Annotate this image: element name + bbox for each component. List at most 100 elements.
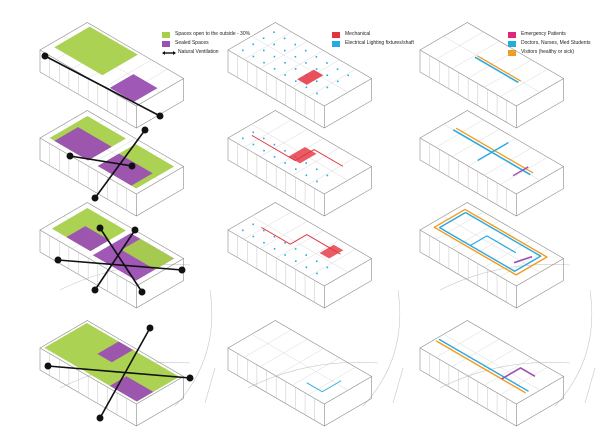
- electrical-fixture: [294, 43, 297, 46]
- electrical-fixture: [263, 61, 265, 64]
- electrical-fixture: [315, 260, 318, 263]
- legend-item-natural-ventilation: Natural Ventilation: [162, 48, 250, 57]
- electrical-fixture: [284, 61, 286, 64]
- grid-line: [443, 334, 541, 391]
- magenta-swatch: [508, 31, 516, 38]
- double-arrow-icon: [162, 50, 176, 55]
- electrical-fixture: [284, 162, 286, 164]
- electrical-fixture: [252, 131, 255, 134]
- electrical-fixture: [305, 62, 307, 64]
- emergency-path: [512, 166, 529, 177]
- electrical-fixture: [315, 56, 318, 58]
- electrical-fixture: [326, 74, 328, 77]
- electrical-fixture: [315, 80, 318, 83]
- staff-path: [438, 338, 529, 392]
- building-floor-3-3: [419, 202, 565, 309]
- electrical-fixture: [263, 137, 265, 140]
- electrical-fixture: [252, 223, 255, 226]
- site-curve: [584, 367, 596, 404]
- blue-swatch: [332, 40, 340, 47]
- electrical-fixture: [305, 174, 308, 177]
- site-curve: [554, 289, 593, 407]
- legend-item-open-spaces: Spaces open to the outside - 30%: [162, 30, 250, 39]
- legend-label-sealed-spaces: Sealed Spaces: [175, 40, 209, 46]
- cyan-swatch: [508, 40, 516, 47]
- electrical-fixture: [273, 143, 276, 146]
- site-curve: [392, 367, 404, 404]
- electrical-fixture: [294, 80, 297, 82]
- electrical-fixture: [305, 162, 307, 164]
- electrical-fixture: [294, 260, 297, 262]
- staff-path: [470, 235, 517, 254]
- electrical-fixture: [305, 49, 307, 52]
- electrical-fixture: [273, 68, 276, 70]
- legend-label-natural-ventilation: Natural Ventilation: [178, 49, 219, 55]
- site-curve: [174, 289, 213, 407]
- electrical-fixture: [242, 137, 244, 140]
- electrical-fixture: [347, 74, 349, 77]
- electrical-fixture: [273, 43, 276, 46]
- grid-line: [251, 334, 349, 391]
- grid-line: [251, 36, 349, 93]
- building-floor-4-2: [227, 320, 373, 427]
- electrical-fixture: [283, 37, 286, 40]
- electrical-fixture: [273, 31, 275, 34]
- electrical-fixture: [252, 55, 255, 58]
- slab-side: [419, 50, 564, 129]
- visitor-path: [435, 340, 527, 394]
- electrical-fixture: [252, 43, 255, 46]
- electrical-fixture: [294, 68, 297, 70]
- electrical-run: [306, 380, 342, 393]
- legend-label-mechanical: Mechanical: [345, 31, 371, 37]
- legend-item-sealed-spaces: Sealed Spaces: [162, 39, 250, 48]
- emergency-path: [501, 367, 536, 380]
- electrical-fixture: [284, 74, 286, 76]
- electrical-fixture: [273, 248, 276, 250]
- emergency-path: [513, 255, 533, 264]
- electrical-fixture: [252, 235, 255, 238]
- staff-path: [474, 56, 519, 84]
- electrical-fixture: [273, 55, 276, 58]
- electrical-fixture: [315, 168, 318, 171]
- electrical-fixture: [326, 86, 329, 89]
- electrical-fixture: [262, 37, 265, 40]
- slab-side: [419, 230, 564, 309]
- legend-label-visitors: Visitors (healthy or sick): [521, 49, 574, 55]
- ventilation-arrow: [66, 152, 136, 170]
- electrical-fixture: [326, 174, 329, 177]
- slab-side: [39, 138, 184, 217]
- electrical-fixture: [316, 180, 318, 183]
- mechanical-shaft: [319, 244, 344, 259]
- electrical-fixture: [305, 86, 308, 89]
- staff-path: [477, 142, 509, 162]
- electrical-fixture: [263, 49, 265, 52]
- grid-line: [443, 216, 541, 273]
- ventilation-arrow: [96, 224, 146, 296]
- slab-side: [227, 138, 372, 217]
- electrical-fixture: [336, 80, 339, 83]
- electrical-fixture: [284, 254, 286, 256]
- legend-item-staff: Doctors, Nurses, Med Students: [508, 39, 590, 48]
- site-curve: [439, 362, 571, 389]
- electrical-fixture: [273, 156, 276, 158]
- electrical-fixture: [326, 266, 329, 269]
- purple-swatch: [162, 40, 170, 47]
- visitor-path: [477, 55, 522, 82]
- site-curve: [204, 367, 216, 404]
- electrical-fixture: [294, 55, 297, 58]
- electrical-fixture: [336, 68, 339, 70]
- mechanical-shaft: [288, 147, 317, 164]
- electrical-fixture: [316, 272, 318, 275]
- building-floor-2-3: [419, 110, 565, 217]
- electrical-fixture: [284, 241, 286, 244]
- legend-item-electrical: Electrical Lighting fixtures/shaft: [332, 39, 414, 48]
- electrical-fixture: [284, 49, 286, 52]
- grid-line: [251, 216, 349, 273]
- mechanical-shaft: [297, 69, 324, 85]
- green-swatch: [162, 31, 170, 38]
- legend-services: Mechanical Electrical Lighting fixtures/…: [332, 30, 414, 48]
- legend-label-open-spaces: Spaces open to the outside - 30%: [175, 31, 251, 37]
- electrical-fixture: [316, 92, 318, 95]
- legend-item-mechanical: Mechanical: [332, 30, 414, 39]
